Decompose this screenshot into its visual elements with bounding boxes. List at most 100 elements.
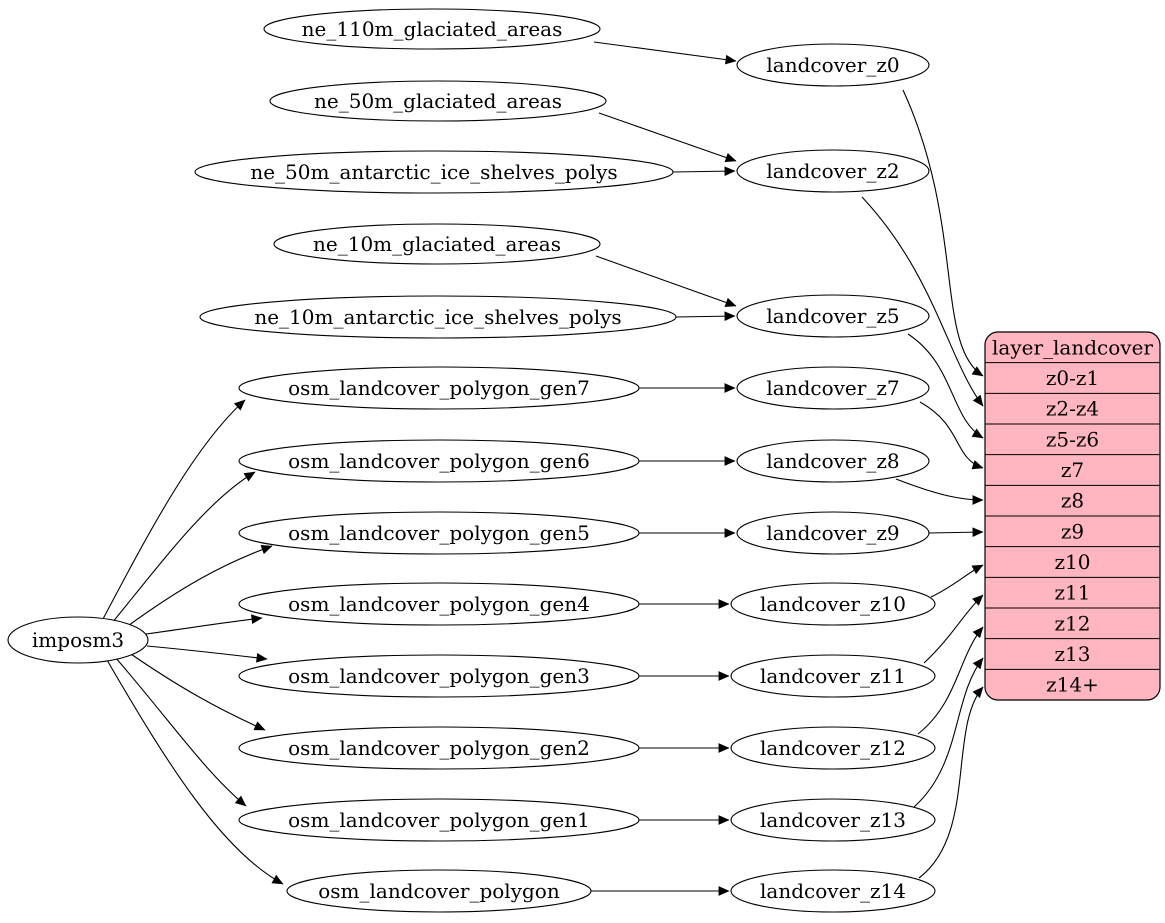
node-label-ne_110m_glaciated_areas: ne_110m_glaciated_areas: [302, 17, 563, 41]
node-ellipse-ne_50m_glaciated_areas: [269, 80, 607, 122]
edge-imposm3-to-osm_landcover_polygon_gen7: [102, 399, 246, 620]
node-ellipse-landcover_z12: [730, 726, 936, 770]
node-osm_landcover_polygon_gen6: osm_landcover_polygon_gen6: [238, 439, 640, 483]
node-landcover_z12: landcover_z12: [730, 726, 936, 770]
record-row-z2-z4: z2-z4: [1046, 397, 1099, 421]
edge-landcover_z14-to-layer_landcover:z14+: [918, 686, 984, 879]
node-label-landcover_z7: landcover_z7: [766, 376, 899, 400]
node-osm_landcover_polygon_gen3: osm_landcover_polygon_gen3: [238, 654, 640, 698]
node-label-landcover_z14: landcover_z14: [760, 879, 906, 903]
node-osm_landcover_polygon_gen7: osm_landcover_polygon_gen7: [238, 366, 640, 410]
node-ellipse-osm_landcover_polygon_gen5: [238, 511, 640, 555]
node-label-landcover_z5: landcover_z5: [766, 304, 899, 328]
node-ellipse-osm_landcover_polygon_gen7: [238, 366, 640, 410]
node-landcover_z2: landcover_z2: [736, 149, 930, 193]
node-ellipse-landcover_z9: [736, 511, 930, 555]
node-label-ne_50m_antarctic_ice_shelves_polys: ne_50m_antarctic_ice_shelves_polys: [250, 160, 617, 184]
node-ellipse-ne_110m_glaciated_areas: [263, 8, 601, 50]
record-row-z0-z1: z0-z1: [1046, 366, 1099, 390]
node-ellipse-ne_10m_glaciated_areas: [273, 223, 601, 265]
record-row-z12: z12: [1055, 611, 1091, 635]
node-landcover_z9: landcover_z9: [736, 511, 930, 555]
edge-ne_10m_antarctic_ice_shelves_polys-to-landcover_z5: [675, 311, 736, 322]
node-label-osm_landcover_polygon_gen3: osm_landcover_polygon_gen3: [288, 664, 590, 688]
edge-landcover_z12-to-layer_landcover:z12: [917, 626, 984, 735]
node-label-osm_landcover_polygon_gen7: osm_landcover_polygon_gen7: [288, 376, 590, 400]
node-landcover_z10: landcover_z10: [730, 582, 936, 626]
node-label-ne_50m_glaciated_areas: ne_50m_glaciated_areas: [314, 89, 562, 113]
edge-landcover_z9-to-layer_landcover:z9: [928, 527, 984, 538]
node-label-osm_landcover_polygon_gen1: osm_landcover_polygon_gen1: [288, 808, 590, 832]
node-ellipse-osm_landcover_polygon: [286, 869, 592, 913]
node-ellipse-osm_landcover_polygon_gen4: [238, 582, 640, 626]
record-row-z13: z13: [1055, 642, 1091, 666]
node-label-landcover_z10: landcover_z10: [760, 592, 906, 616]
node-ellipse-ne_10m_antarctic_ice_shelves_polys: [199, 295, 677, 339]
edge-imposm3-to-osm_landcover_polygon: [106, 659, 284, 885]
node-label-landcover_z13: landcover_z13: [760, 808, 906, 832]
node-ellipse-landcover_z0: [736, 43, 930, 87]
node-ellipse-landcover_z8: [736, 439, 930, 483]
record-row-z14+: z14+: [1046, 673, 1099, 697]
node-osm_landcover_polygon: osm_landcover_polygon: [286, 869, 592, 913]
edge-landcover_z13-to-layer_landcover:z13: [913, 657, 984, 808]
node-osm_landcover_polygon_gen2: osm_landcover_polygon_gen2: [238, 726, 640, 770]
node-landcover_z14: landcover_z14: [730, 869, 936, 913]
node-ellipse-osm_landcover_polygon_gen6: [238, 439, 640, 483]
edge-imposm3-to-osm_landcover_polygon_gen1: [114, 656, 247, 807]
node-label-osm_landcover_polygon_gen4: osm_landcover_polygon_gen4: [288, 592, 590, 616]
record-title: layer_landcover: [992, 335, 1153, 359]
record-row-z11: z11: [1055, 581, 1091, 605]
edge-landcover_z2-to-layer_landcover:z2-z4: [861, 196, 984, 407]
edge-landcover_z7-to-layer_landcover:z7: [919, 401, 984, 470]
node-ne_50m_glaciated_areas: ne_50m_glaciated_areas: [269, 80, 607, 122]
edge-imposm3-to-osm_landcover_polygon_gen5: [124, 544, 273, 629]
node-ellipse-osm_landcover_polygon_gen3: [238, 654, 640, 698]
node-ne_110m_glaciated_areas: ne_110m_glaciated_areas: [263, 8, 601, 50]
edge-ne_110m_glaciated_areas-to-landcover_z0: [593, 41, 737, 65]
node-landcover_z0: landcover_z0: [736, 43, 930, 87]
node-ellipse-landcover_z5: [736, 294, 930, 338]
node-ne_10m_glaciated_areas: ne_10m_glaciated_areas: [273, 223, 601, 265]
node-imposm3: imposm3: [7, 616, 149, 664]
node-label-osm_landcover_polygon_gen6: osm_landcover_polygon_gen6: [288, 449, 590, 473]
node-ne_50m_antarctic_ice_shelves_polys: ne_50m_antarctic_ice_shelves_polys: [194, 150, 674, 194]
edge-landcover_z10-to-layer_landcover:z10: [930, 564, 984, 598]
edge-landcover_z11-to-layer_landcover:z11: [923, 594, 984, 664]
node-ellipse-osm_landcover_polygon_gen2: [238, 726, 640, 770]
edge-landcover_z5-to-layer_landcover:z5-z6: [907, 333, 984, 439]
node-ellipse-landcover_z2: [736, 149, 930, 193]
node-label-landcover_z11: landcover_z11: [760, 664, 906, 688]
node-label-landcover_z8: landcover_z8: [766, 449, 899, 473]
node-ellipse-landcover_z14: [730, 869, 936, 913]
record-row-z8: z8: [1061, 489, 1084, 513]
node-landcover_z5: landcover_z5: [736, 294, 930, 338]
record-node-layer_landcover: layer_landcoverz0-z1z2-z4z5-z6z7z8z9z10z…: [984, 331, 1161, 701]
node-ellipse-imposm3: [7, 616, 149, 664]
node-label-osm_landcover_polygon_gen5: osm_landcover_polygon_gen5: [288, 521, 590, 545]
node-landcover_z13: landcover_z13: [730, 798, 936, 842]
node-label-osm_landcover_polygon_gen2: osm_landcover_polygon_gen2: [288, 736, 590, 760]
node-label-osm_landcover_polygon: osm_landcover_polygon: [318, 879, 560, 903]
node-ellipse-osm_landcover_polygon_gen1: [238, 798, 640, 842]
node-ellipse-landcover_z7: [736, 366, 930, 410]
edge-landcover_z0-to-layer_landcover:z0-z1: [902, 89, 984, 377]
node-ellipse-ne_50m_antarctic_ice_shelves_polys: [194, 150, 674, 194]
edge-imposm3-to-osm_landcover_polygon_gen6: [111, 471, 256, 624]
record-row-z9: z9: [1061, 519, 1084, 543]
edge-landcover_z8-to-layer_landcover:z8: [895, 478, 984, 505]
node-label-landcover_z9: landcover_z9: [766, 521, 899, 545]
node-landcover_z11: landcover_z11: [730, 654, 936, 698]
record-row-z5-z6: z5-z6: [1046, 427, 1099, 451]
nodes-layer: imposm3 ne_110m_glaciated_areas ne_50m_gla…: [7, 8, 936, 913]
node-osm_landcover_polygon_gen4: osm_landcover_polygon_gen4: [238, 582, 640, 626]
record-row-z7: z7: [1061, 458, 1084, 482]
edge-imposm3-to-osm_landcover_polygon_gen4: [145, 614, 263, 635]
node-label-ne_10m_antarctic_ice_shelves_polys: ne_10m_antarctic_ice_shelves_polys: [254, 305, 621, 329]
node-landcover_z8: landcover_z8: [736, 439, 930, 483]
node-osm_landcover_polygon_gen1: osm_landcover_polygon_gen1: [238, 798, 640, 842]
node-label-landcover_z12: landcover_z12: [760, 736, 906, 760]
edge-imposm3-to-osm_landcover_polygon_gen3: [146, 645, 268, 663]
